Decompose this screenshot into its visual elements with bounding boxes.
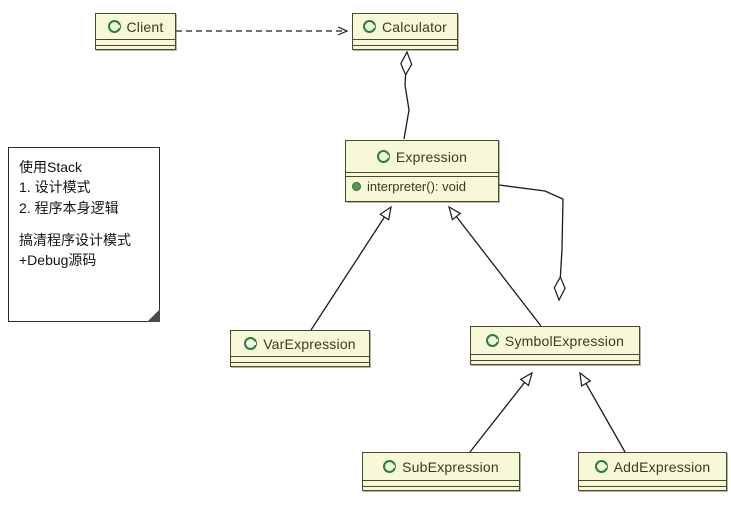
class-name-label: VarExpression (263, 335, 356, 352)
class-name-label: Calculator (381, 18, 448, 35)
class-c-icon (485, 334, 499, 347)
class-operations-compartment (579, 487, 726, 492)
class-box-addexpression[interactable]: AddExpression (578, 452, 727, 491)
note-line-blank (19, 218, 149, 230)
edge-addexpression-to-symbolexpression (579, 371, 626, 453)
class-title-addexpression: AddExpression (579, 453, 726, 480)
class-c-icon (383, 460, 397, 473)
class-title-expression: Expression (346, 141, 498, 172)
class-box-client[interactable]: Client (95, 13, 176, 50)
edge-varexpression-to-expression (310, 205, 392, 331)
class-title-calculator: Calculator (353, 14, 457, 39)
note-fold-corner (147, 309, 160, 322)
class-separator (471, 360, 639, 361)
class-separator (96, 45, 175, 46)
class-separator (346, 176, 498, 177)
class-title-subexpression: SubExpression (363, 453, 519, 480)
note-line: +Debug源码 (19, 252, 97, 269)
note-line: 搞清程序设计模式 (19, 231, 131, 248)
class-name-label: Expression (395, 148, 468, 165)
class-c-icon (594, 460, 608, 473)
class-separator (353, 45, 457, 46)
class-name-label: SymbolExpression (504, 332, 625, 349)
note-line: 2. 程序本身逻辑 (19, 199, 119, 216)
class-c-icon (376, 150, 390, 163)
class-separator (231, 356, 369, 357)
class-separator (96, 39, 175, 40)
class-operations-compartment (363, 487, 519, 492)
class-separator (471, 354, 639, 355)
class-name-label: AddExpression (613, 458, 711, 475)
edge-symbolexpression-to-expression (448, 205, 542, 327)
class-operations-compartment (353, 46, 457, 51)
class-separator (231, 362, 369, 363)
public-dot-icon (352, 182, 361, 191)
class-member-label: interpreter(): void (367, 179, 466, 194)
class-box-symbolexpression[interactable]: SymbolExpression (470, 326, 640, 365)
edge-subexpression-to-symbolexpression (469, 371, 533, 453)
note-line: 使用Stack (19, 159, 83, 175)
class-c-icon (362, 20, 376, 33)
class-c-icon (244, 337, 258, 350)
class-separator (353, 39, 457, 40)
class-operations-compartment: interpreter(): void (346, 177, 498, 197)
class-c-icon (107, 20, 121, 33)
class-name-label: SubExpression (402, 458, 499, 475)
class-separator (346, 172, 498, 173)
class-member-row[interactable]: interpreter(): void (352, 179, 492, 194)
class-name-label: Client (126, 18, 164, 35)
note-box[interactable]: 使用Stack 1. 设计模式 2. 程序本身逻辑 搞清程序设计模式 +Debu… (8, 147, 160, 322)
class-operations-compartment (96, 46, 175, 51)
class-box-subexpression[interactable]: SubExpression (362, 452, 520, 491)
class-box-expression[interactable]: Expression interpreter(): void (345, 140, 499, 202)
class-box-varexpression[interactable]: VarExpression (230, 330, 370, 367)
class-separator (363, 480, 519, 481)
class-title-varexpression: VarExpression (231, 331, 369, 356)
class-operations-compartment (471, 361, 639, 366)
class-title-symbolexpression: SymbolExpression (471, 327, 639, 354)
class-separator (579, 480, 726, 481)
note-line: 1. 设计模式 (19, 179, 91, 196)
edge-calculator-to-expression (404, 52, 409, 140)
class-separator (363, 486, 519, 487)
edge-expression-to-symbolexpression (498, 184, 563, 300)
class-title-client: Client (96, 14, 175, 39)
class-box-calculator[interactable]: Calculator (352, 13, 458, 50)
class-operations-compartment (231, 363, 369, 368)
class-separator (579, 486, 726, 487)
